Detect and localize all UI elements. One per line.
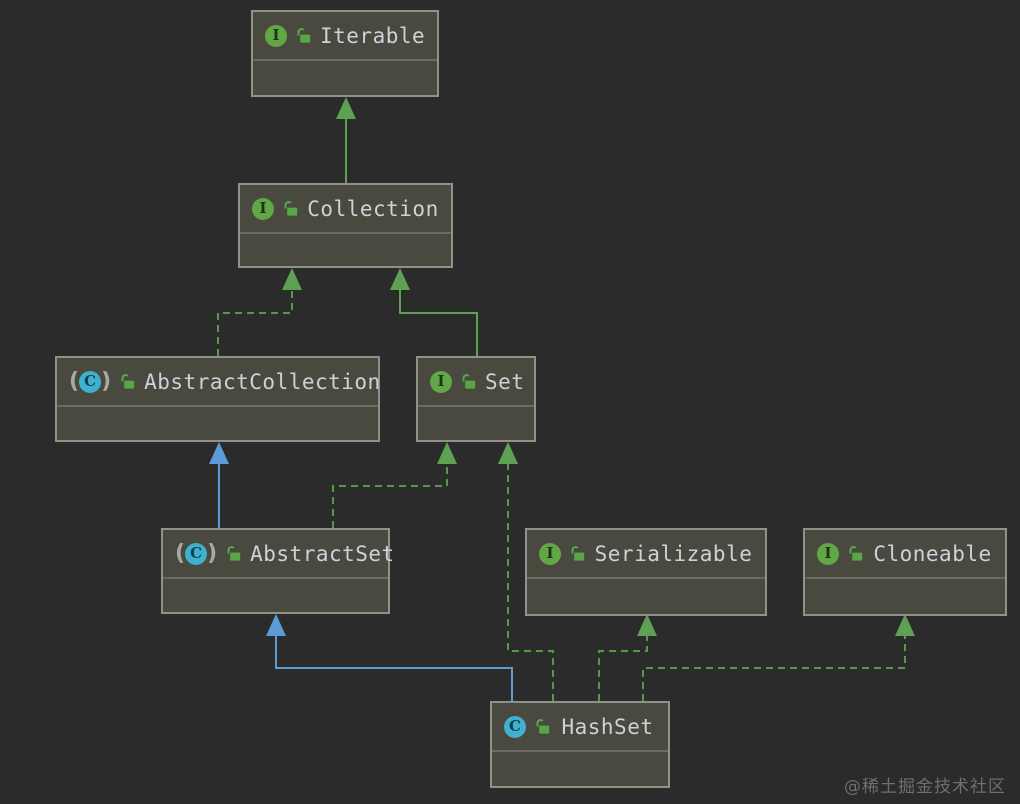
node-label: AbstractSet: [250, 541, 395, 566]
class-node-collection[interactable]: I Collection: [238, 183, 453, 268]
unlocked-icon: [227, 546, 241, 561]
class-node-abstract-collection[interactable]: ( C ) AbstractCollection: [55, 356, 380, 442]
icon-group: I: [265, 24, 312, 47]
node-header: ( C ) AbstractCollection: [57, 358, 381, 407]
interface-icon: I: [817, 542, 839, 565]
interface-icon: I: [539, 542, 561, 565]
node-header: C HashSet: [492, 703, 668, 752]
edge-hashset-extends-abstractset: [266, 614, 513, 701]
node-header: I Cloneable: [805, 530, 1005, 579]
unlocked-icon: [849, 546, 863, 561]
icon-group: ( C ): [69, 368, 136, 394]
abstract-paren-open: (: [69, 368, 80, 394]
node-header: I Iterable: [253, 12, 437, 61]
icon-group: I: [539, 542, 586, 565]
node-label: Collection: [307, 196, 439, 221]
class-node-set[interactable]: I Set: [416, 356, 536, 442]
node-body: [418, 407, 534, 440]
node-header: I Set: [418, 358, 534, 407]
icon-group: I: [817, 542, 864, 565]
icon-group: I: [252, 197, 299, 220]
unlocked-icon: [571, 546, 585, 561]
node-body: [240, 234, 451, 266]
node-header: I Serializable: [527, 530, 765, 579]
edge-hashset-implements-cloneable: [642, 614, 915, 701]
unlocked-icon: [297, 28, 311, 43]
edge-hashset-implements-set: [498, 442, 554, 701]
node-header: ( C ) AbstractSet: [163, 530, 394, 579]
abstract-class-icon: ( C ): [175, 540, 218, 566]
edge-set-extends-collection: [390, 268, 478, 356]
node-label: Iterable: [320, 23, 426, 48]
class-icon: C: [185, 542, 208, 565]
class-node-serializable[interactable]: I Serializable: [525, 528, 767, 616]
node-header: I Collection: [240, 185, 451, 234]
node-body: [253, 61, 437, 95]
node-body: [805, 579, 1005, 614]
class-icon: C: [79, 370, 102, 393]
class-node-hashset[interactable]: C HashSet: [490, 701, 670, 788]
edge-abstractcollection-implements-collection: [217, 268, 302, 356]
node-body: [527, 579, 765, 614]
node-label: AbstractCollection: [144, 369, 381, 394]
unlocked-icon: [536, 719, 550, 734]
node-label: HashSet: [561, 714, 654, 739]
icon-group: C: [504, 715, 551, 738]
interface-icon: I: [430, 370, 452, 393]
unlocked-icon: [462, 374, 476, 389]
class-node-cloneable[interactable]: I Cloneable: [803, 528, 1007, 616]
node-body: [492, 752, 668, 786]
watermark-text: @稀土掘金技术社区: [844, 777, 1006, 797]
class-node-abstract-set[interactable]: ( C ) AbstractSet: [161, 528, 394, 614]
node-body: [57, 407, 378, 440]
node-label: Cloneable: [873, 541, 992, 566]
class-node-iterable[interactable]: I Iterable: [251, 10, 439, 97]
interface-icon: I: [252, 197, 274, 220]
unlocked-icon: [121, 374, 135, 389]
edge-hashset-implements-serializable: [598, 614, 657, 701]
abstract-class-icon: ( C ): [69, 368, 112, 394]
icon-group: ( C ): [175, 540, 242, 566]
node-label: Serializable: [594, 541, 753, 566]
node-label: Set: [485, 369, 525, 394]
class-icon: C: [504, 715, 526, 738]
abstract-paren-open: (: [175, 540, 186, 566]
abstract-paren-close: ): [207, 540, 218, 566]
unlocked-icon: [284, 201, 298, 216]
node-body: [163, 579, 388, 612]
icon-group: I: [430, 370, 477, 393]
edge-abstractset-extends-abstractcollection: [209, 442, 229, 528]
edge-collection-extends-iterable: [336, 97, 356, 183]
abstract-paren-close: ): [101, 368, 112, 394]
interface-icon: I: [265, 24, 287, 47]
edge-abstractset-implements-set: [332, 442, 457, 528]
